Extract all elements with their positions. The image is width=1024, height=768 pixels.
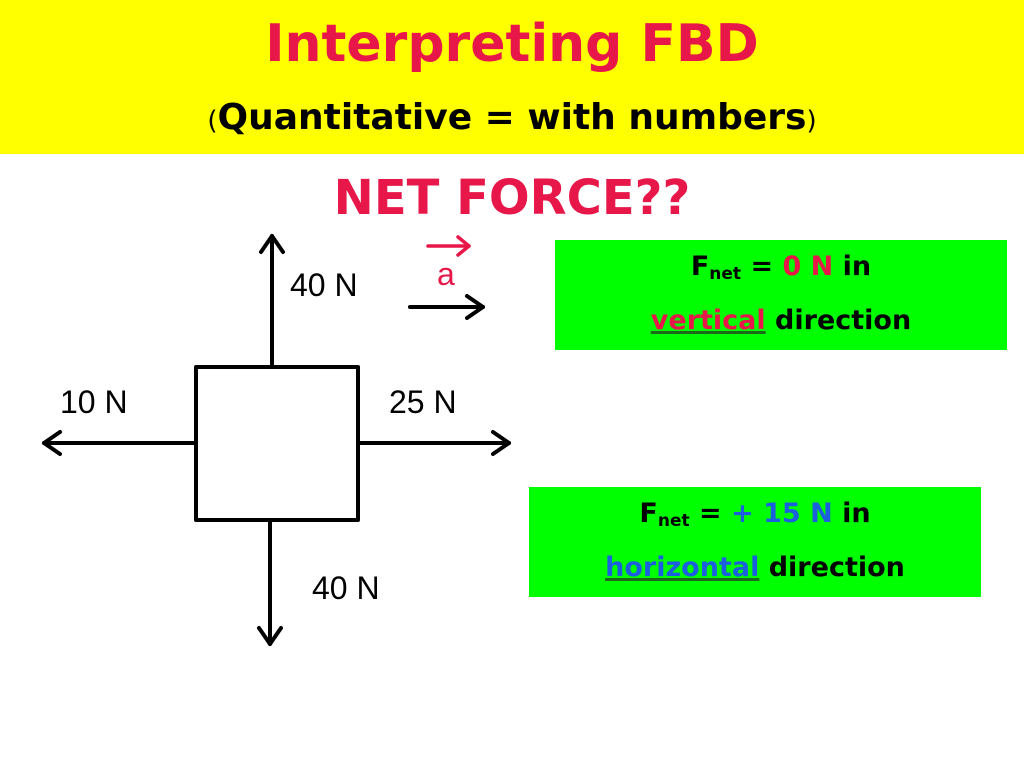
vector-arrow-icon (426, 235, 471, 257)
force-label-down: 40 N (312, 570, 380, 606)
direction-line-vertical: vertical direction (555, 294, 1007, 348)
force-arrow-up (259, 234, 285, 369)
fnet-symbol: F (690, 251, 710, 282)
force-label-right: 25 N (389, 384, 457, 420)
force-arrow-right (356, 430, 511, 456)
direction-tail: direction (759, 552, 905, 583)
fnet-symbol: F (639, 498, 658, 529)
direction-word-vertical: vertical (650, 305, 766, 336)
equals-sign: = (741, 251, 783, 282)
net-force-heading: NET FORCE?? (333, 170, 691, 226)
fnet-subscript: net (709, 264, 742, 284)
direction-line-horizontal: horizontal direction (529, 541, 981, 595)
slide-subtitle: (Quantitative = with numbers) (0, 96, 1024, 143)
horizontal-net-value: + 15 N (731, 498, 833, 529)
title-band (0, 0, 1024, 154)
answer-line-vertical: Fnet = 0 N in (555, 240, 1007, 294)
acceleration-arrow (408, 294, 485, 320)
force-label-up: 40 N (290, 267, 358, 303)
equals-sign: = (689, 498, 732, 529)
direction-word-horizontal: horizontal (605, 552, 760, 583)
vertical-net-value: 0 N (782, 251, 834, 282)
subtitle-open-paren: ( (207, 106, 218, 136)
force-arrow-left (42, 430, 198, 456)
acceleration-label: a (437, 256, 455, 292)
force-arrow-down (257, 518, 283, 646)
subtitle-text: Quantitative = with numbers (217, 97, 807, 138)
answer-box-vertical: Fnet = 0 N in vertical direction (555, 240, 1007, 350)
object-box (194, 365, 360, 522)
subtitle-close-paren: ) (806, 106, 817, 136)
answer-line-horizontal: Fnet = + 15 N in (529, 487, 981, 541)
force-label-left: 10 N (60, 384, 128, 420)
answer-suffix: in (832, 498, 871, 529)
direction-tail: direction (765, 305, 912, 336)
answer-box-horizontal: Fnet = + 15 N in horizontal direction (529, 487, 981, 597)
fnet-subscript: net (657, 511, 690, 531)
slide-title: Interpreting FBD (265, 14, 759, 74)
answer-suffix: in (833, 251, 872, 282)
